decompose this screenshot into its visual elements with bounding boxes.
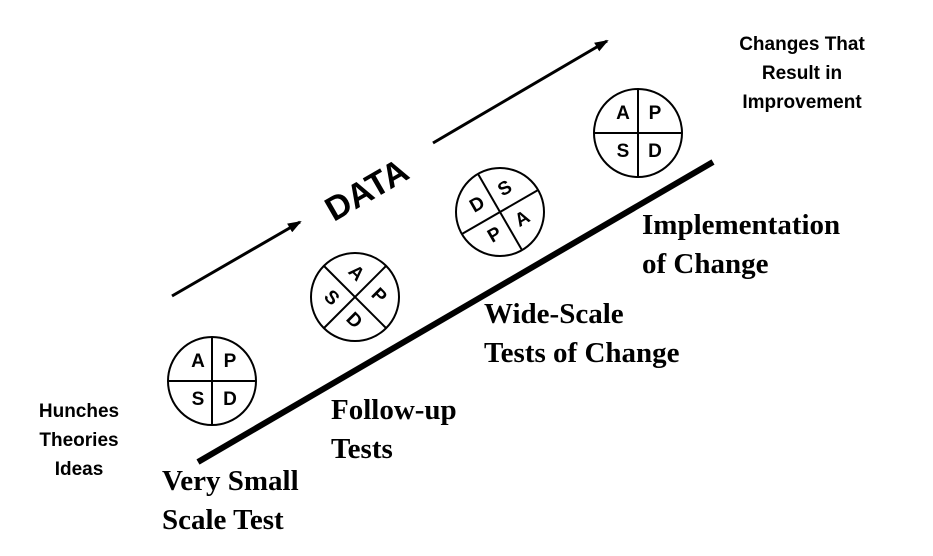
stage-1-line-2: Scale Test <box>162 504 284 536</box>
pdsa-cycle-3: D S P A <box>455 167 545 257</box>
cycle-4-quadrant-p: P <box>649 103 662 124</box>
left-note-line-3: Ideas <box>54 459 104 480</box>
cycle-1-quadrant-s: S <box>192 389 205 410</box>
data-arrow-tail <box>171 220 302 298</box>
left-note-line-1: Hunches <box>38 401 120 422</box>
cycle-4-quadrant-s: S <box>617 141 630 162</box>
left-note-line-2: Theories <box>39 430 119 451</box>
goal-note-line-3: Improvement <box>742 92 862 113</box>
data-label: DATA <box>319 151 415 229</box>
stage-label-3: Wide-Scale Tests of Change <box>484 295 680 373</box>
pdsa-cycle-1: A P S D <box>167 336 257 426</box>
stage-4-line-1: Implementation <box>642 209 841 241</box>
goal-note-line-1: Changes That <box>739 34 865 55</box>
stage-label-1: Very Small Scale Test <box>162 462 299 540</box>
stage-label-2: Follow-up Tests <box>331 391 457 469</box>
stage-1-line-1: Very Small <box>162 465 299 497</box>
cycle-4-quadrant-a: A <box>616 103 630 124</box>
data-arrow-head-segment <box>432 39 609 145</box>
pdsa-cycle-4: A P S D <box>593 88 683 178</box>
pdsa-cycle-2: A P S D <box>310 252 400 342</box>
stage-3-line-2: Tests of Change <box>484 337 680 369</box>
cycle-4-quadrant-d: D <box>648 141 662 162</box>
cycle-1-quadrant-a: A <box>191 351 205 372</box>
stage-label-4: Implementation of Change <box>642 206 840 284</box>
goal-note-line-2: Result in <box>761 63 843 84</box>
hunches-theories-ideas-note: Hunches Theories Ideas <box>14 397 144 484</box>
stage-2-line-2: Tests <box>331 433 393 465</box>
improvement-goal-note: Changes That Result in Improvement <box>712 30 892 117</box>
cycle-1-quadrant-p: P <box>224 351 237 372</box>
stage-4-line-2: of Change <box>642 248 769 280</box>
cycle-1-quadrant-d: D <box>223 389 237 410</box>
stage-2-line-1: Follow-up <box>331 394 457 426</box>
ramp-line <box>196 159 715 465</box>
stage-3-line-1: Wide-Scale <box>484 298 624 330</box>
